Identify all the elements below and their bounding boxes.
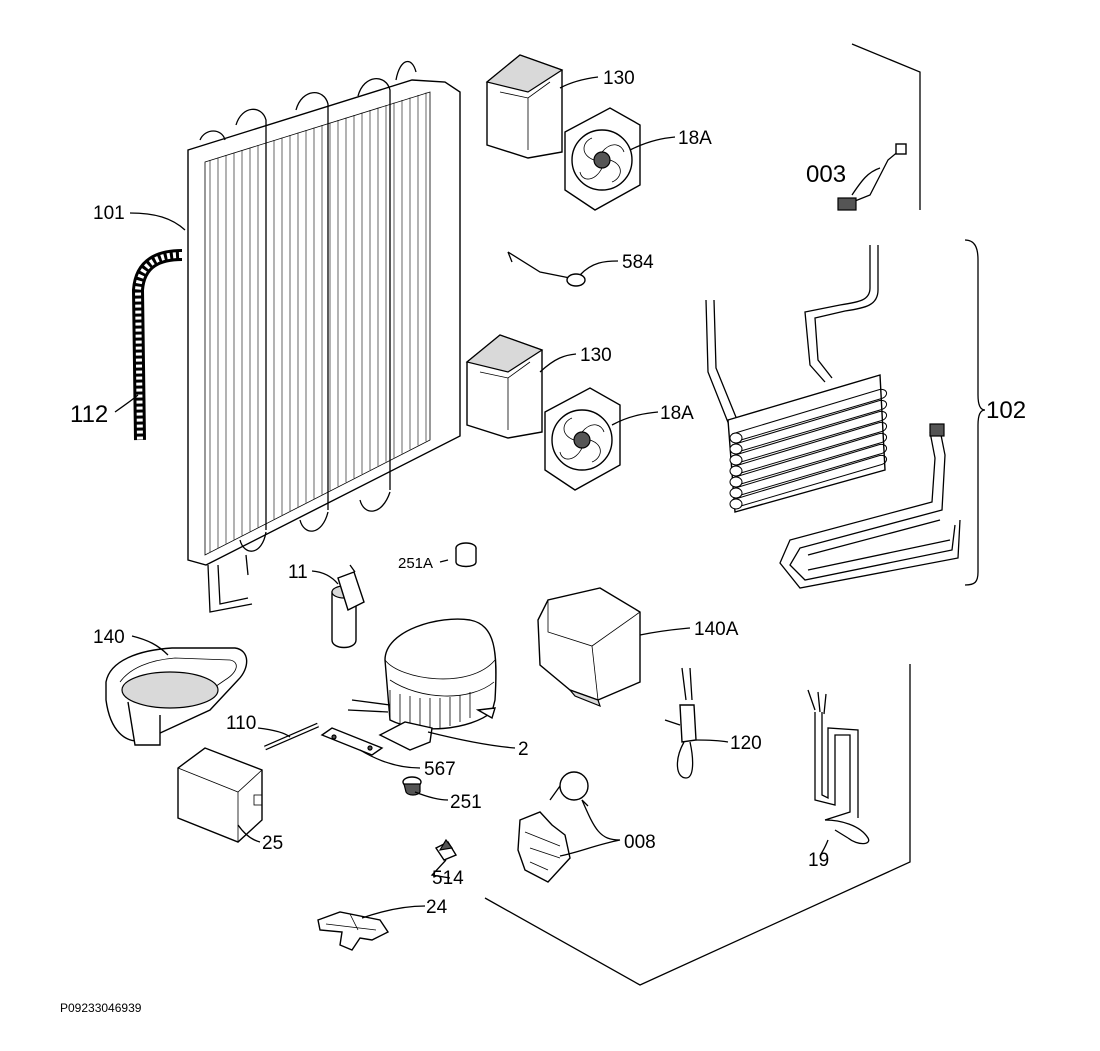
- relay-120: [664, 667, 697, 779]
- label-251A: 251A: [398, 555, 433, 572]
- evaporator-coil-end: [729, 487, 743, 499]
- heater-19: [807, 689, 870, 845]
- thermostat-008: [517, 771, 589, 883]
- label-120: 120: [730, 733, 762, 754]
- grommet-251A: [455, 542, 477, 568]
- rod-110: [264, 722, 319, 751]
- drain-hose-112: [131, 249, 183, 441]
- connector-003: [837, 143, 907, 211]
- bracket-102: [964, 239, 986, 586]
- fan-shroud-130-lower: [465, 334, 544, 439]
- evaporator-coil: [731, 443, 887, 498]
- cover-140A: [537, 587, 641, 708]
- fan-18A-lower: [544, 387, 621, 491]
- label-11: 11: [288, 562, 308, 583]
- condenser-101: [187, 61, 461, 613]
- label-130-top: 130: [603, 68, 635, 89]
- label-25: 25: [262, 833, 283, 854]
- fan-shroud-130-top: [485, 54, 564, 159]
- label-130-lower: 130: [580, 345, 612, 366]
- label-003: 003: [806, 161, 846, 188]
- label-008: 008: [624, 832, 656, 853]
- grommet-251: [402, 776, 422, 796]
- leader-lines: [114, 76, 829, 919]
- fan-18A-top: [564, 107, 641, 211]
- document-code: P09233046939: [60, 1001, 142, 1015]
- label-102: 102: [986, 397, 1026, 424]
- drip-tray-140: [105, 647, 248, 746]
- evaporator-coil: [731, 399, 887, 454]
- evaporator-coil: [731, 421, 887, 476]
- compressor-2: [347, 618, 497, 751]
- label-101: 101: [93, 203, 125, 224]
- evaporator-coil: [731, 410, 887, 465]
- clip-514: [434, 838, 458, 861]
- label-567: 567: [424, 759, 456, 780]
- label-2: 2: [518, 739, 529, 760]
- label-18A-lower: 18A: [660, 403, 694, 424]
- evaporator-coil-end: [729, 476, 743, 488]
- label-251: 251: [450, 792, 482, 813]
- label-18A-top: 18A: [678, 128, 712, 149]
- label-584: 584: [622, 252, 654, 273]
- evaporator-coil-end: [729, 454, 743, 466]
- evaporator-coil: [731, 388, 887, 443]
- evaporator-coil-end: [729, 498, 743, 510]
- evaporator-coil: [731, 454, 887, 509]
- box-25: [177, 747, 263, 843]
- drier-11: [331, 564, 365, 649]
- label-112: 112: [70, 401, 108, 428]
- bracket-24: [317, 911, 390, 951]
- plate-567: [320, 727, 384, 756]
- label-110: 110: [226, 713, 256, 734]
- evaporator-coil-end: [729, 465, 743, 477]
- sensor-584: [507, 251, 586, 287]
- evaporator-102: [705, 245, 961, 589]
- evaporator-coil-end: [729, 443, 743, 455]
- evaporator-coil: [731, 432, 887, 487]
- label-140: 140: [93, 627, 125, 648]
- evaporator-coil-end: [729, 432, 743, 444]
- cabinet-outline: [484, 43, 921, 986]
- label-140A: 140A: [694, 619, 739, 640]
- label-514: 514: [432, 868, 464, 889]
- label-19: 19: [808, 850, 829, 871]
- label-24: 24: [426, 897, 448, 918]
